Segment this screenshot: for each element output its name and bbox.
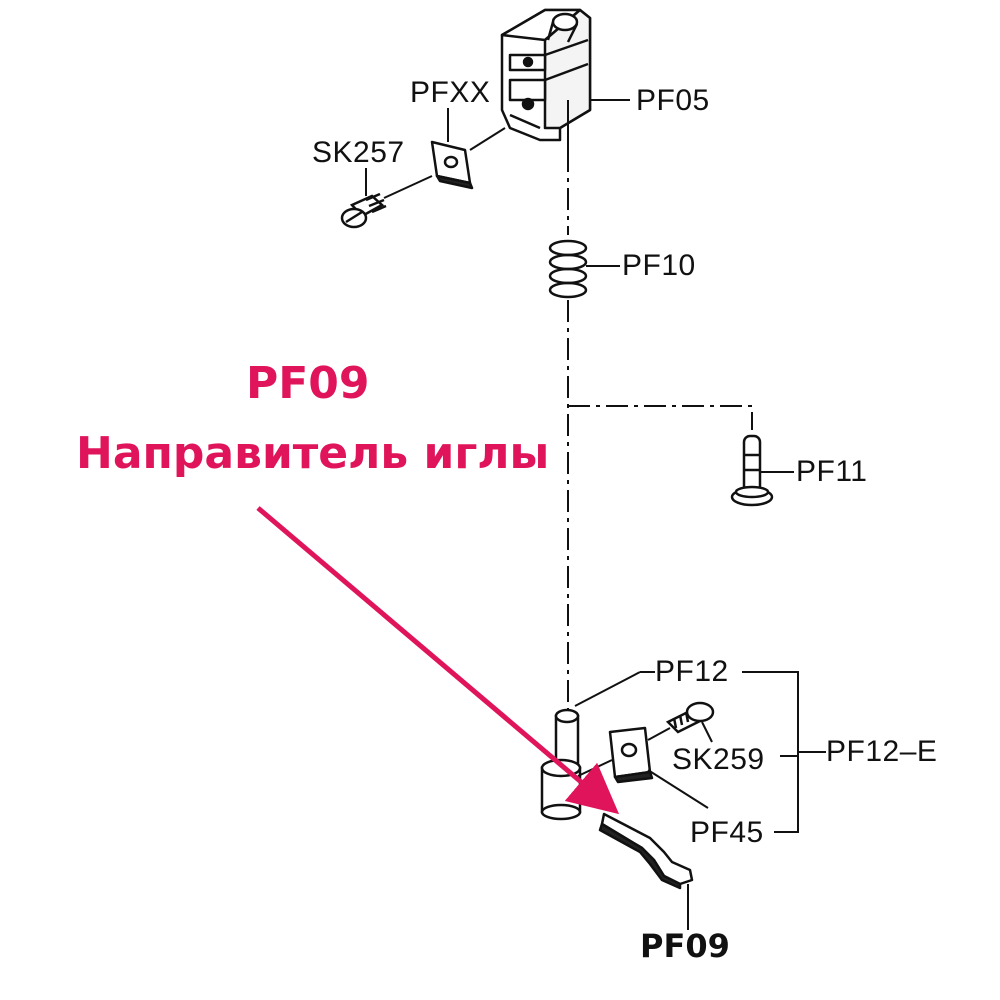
label-pfxx: PFXX (410, 76, 491, 109)
sk257-axis (383, 175, 433, 199)
pf11-screw (730, 434, 774, 507)
callout-arrow (256, 506, 620, 815)
pf45-plate (608, 726, 654, 784)
label-sk259: SK259 (672, 743, 765, 776)
label-pf12e: PF12–E (826, 735, 938, 768)
callout-code: PF09 (246, 358, 370, 409)
pfxx-to-pf05-line (469, 127, 506, 151)
label-pf12: PF12 (655, 655, 729, 688)
pf45-to-pin-line (577, 759, 613, 777)
sk257-screw (340, 192, 387, 229)
pf10-spring (548, 239, 588, 299)
label-pf09: PF09 (640, 927, 730, 965)
sk259-leader (701, 721, 713, 743)
pf12-leader-diag (574, 671, 641, 707)
sk259-screw (665, 701, 715, 734)
callout-name: Направитель иглы (76, 428, 550, 479)
label-pf11: PF11 (796, 455, 868, 488)
sk259-axis (647, 727, 671, 741)
pf45-leader (647, 769, 709, 809)
pf09-needle-guide (598, 812, 694, 890)
label-pf05: PF05 (636, 84, 710, 117)
pf12e-bracket (742, 671, 826, 833)
label-pf45: PF45 (690, 816, 764, 849)
label-sk257: SK257 (312, 136, 405, 169)
pfxx-plate (430, 140, 474, 190)
label-pf10: PF10 (622, 249, 696, 282)
pf05-part (500, 8, 592, 142)
center-axis (567, 150, 753, 710)
